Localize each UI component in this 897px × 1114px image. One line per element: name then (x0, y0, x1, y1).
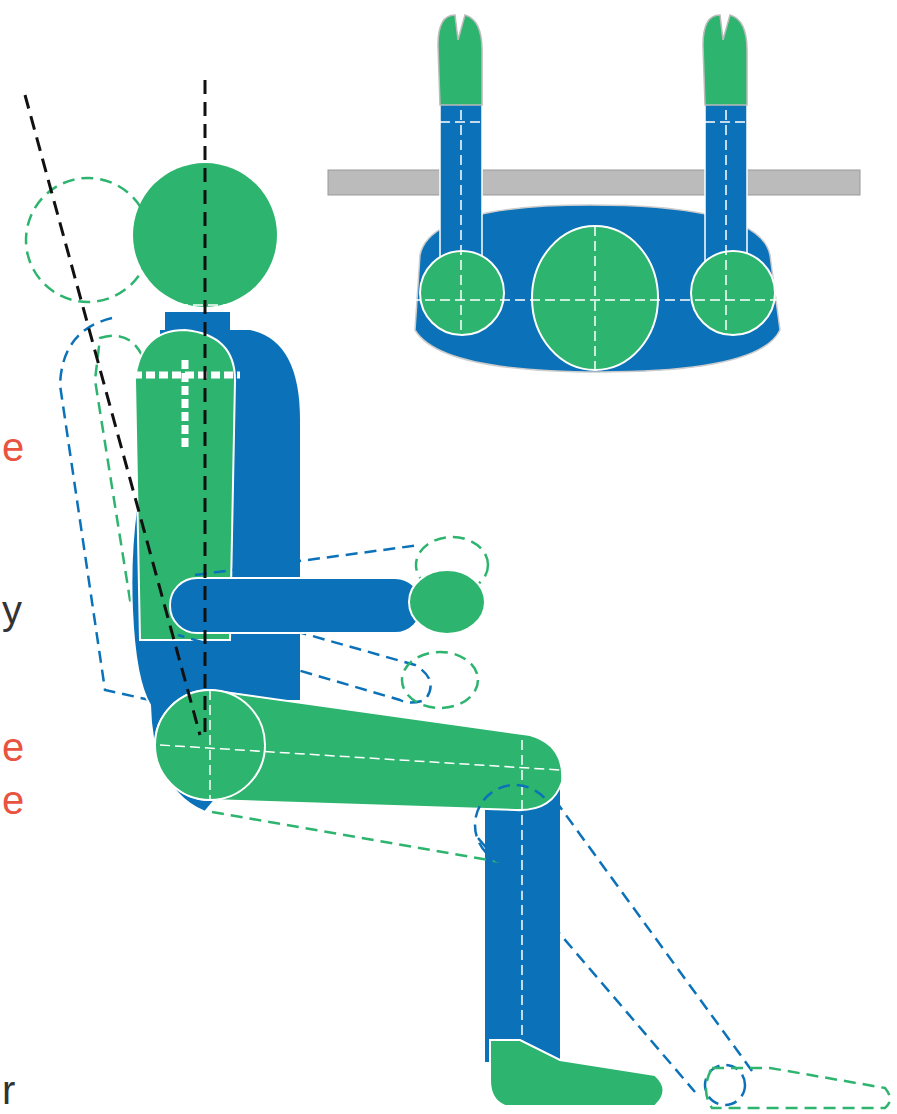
raised-forearm-outline (195, 545, 420, 575)
reclined-head-outline (26, 178, 150, 302)
cropped-label: y (2, 590, 22, 630)
cropped-label: e (2, 780, 24, 820)
lowered-hand-outline (402, 652, 478, 708)
forearm (170, 578, 422, 633)
reference-axes (25, 80, 205, 735)
table-edge (328, 170, 860, 195)
top-view-hand (703, 15, 747, 105)
hand (409, 570, 485, 634)
cropped-label: r (2, 1070, 15, 1110)
cropped-label: e (2, 727, 24, 767)
top-view-shoulder (691, 251, 775, 335)
top-view-head (532, 226, 658, 370)
extended-foot-outline (706, 1068, 890, 1108)
joint-cross (133, 360, 240, 450)
extended-shin-outline (478, 800, 755, 1092)
extended-thigh-outline (212, 812, 500, 862)
thigh (155, 690, 562, 810)
cropped-label: e (2, 427, 24, 467)
hip-joint (155, 690, 265, 800)
extended-knee-outline (475, 785, 555, 865)
top-view-hand (438, 15, 482, 105)
top-view-shoulder (420, 251, 504, 335)
foot (490, 1040, 664, 1106)
